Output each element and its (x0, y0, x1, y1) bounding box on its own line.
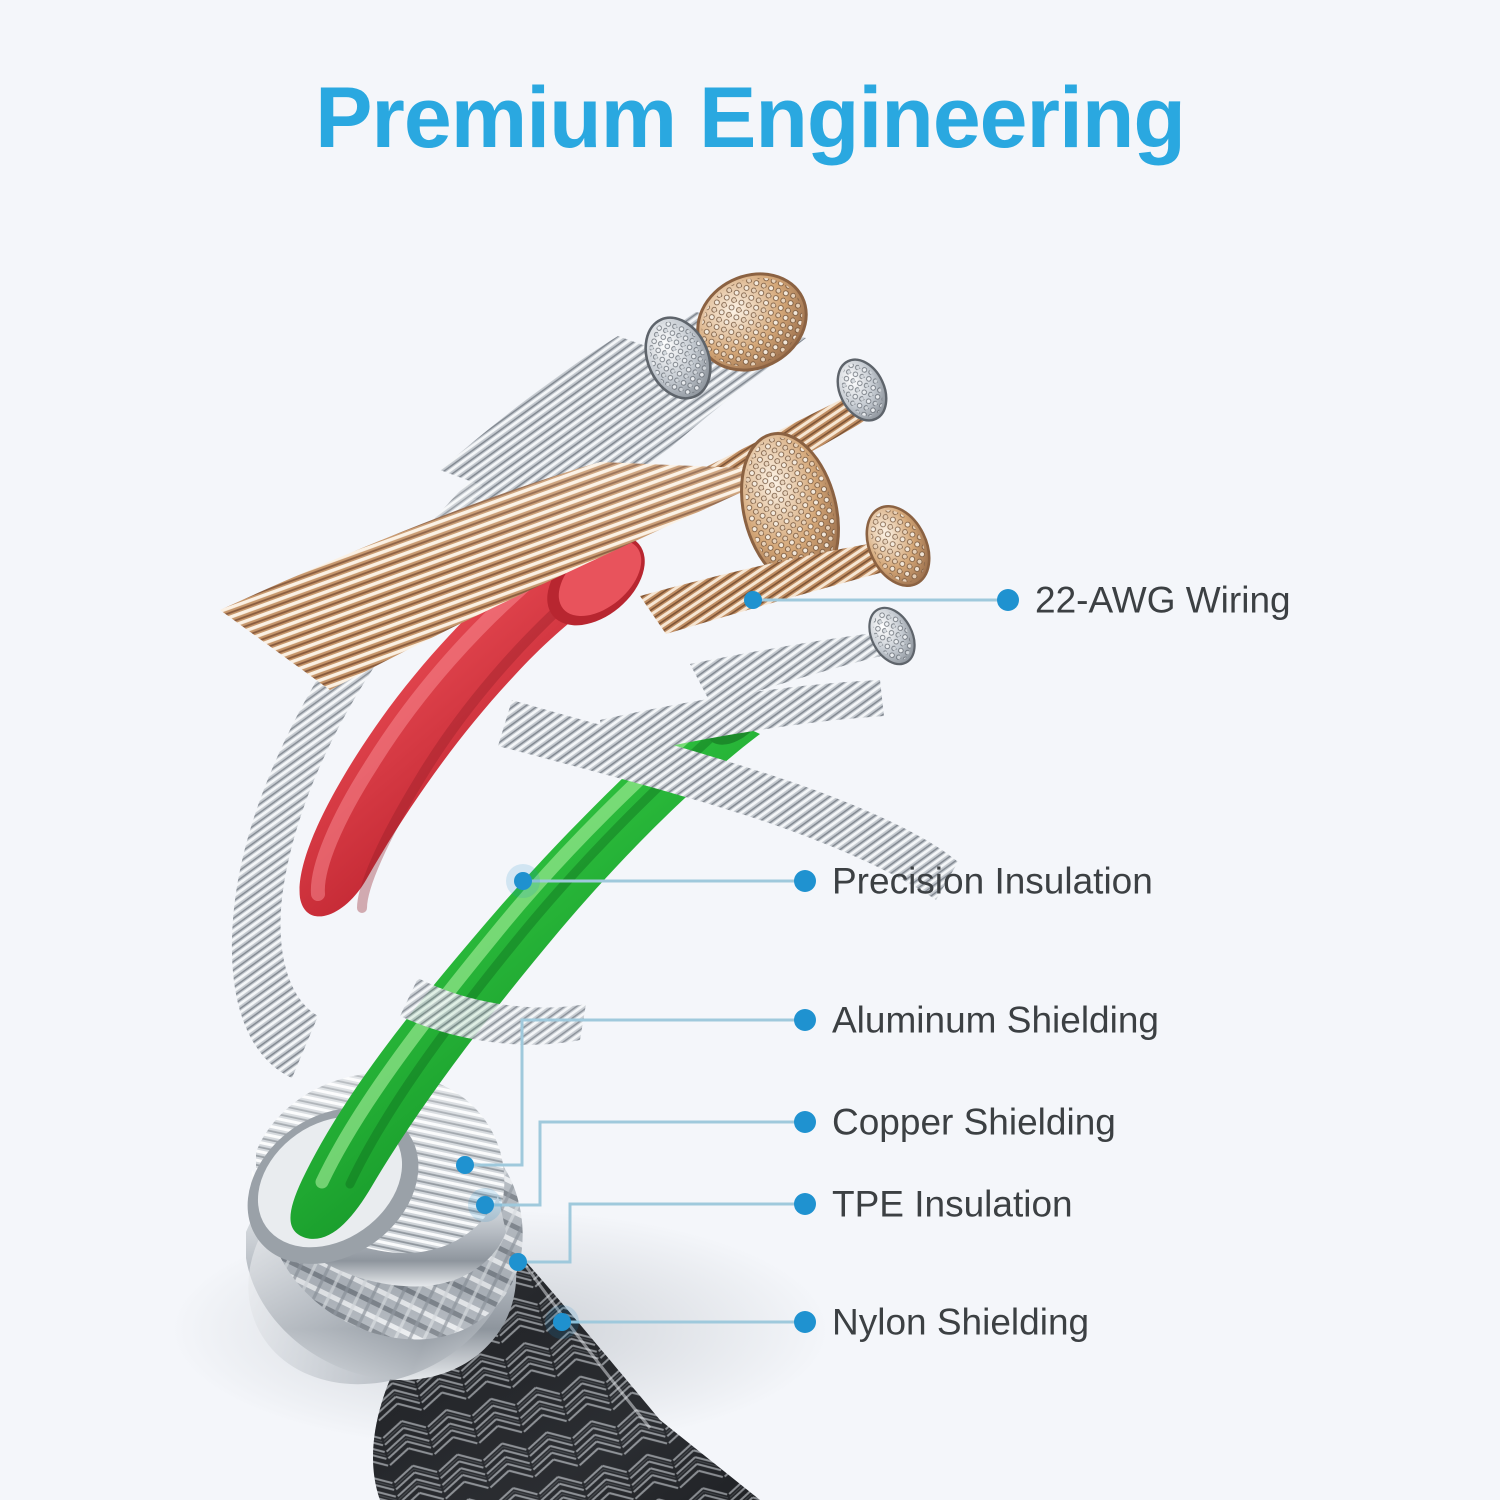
label-dot-precision-insulation (794, 870, 816, 892)
leader-label-dots (794, 589, 1019, 1333)
label-dot-awg-wiring (997, 589, 1019, 611)
anchor-dot-nylon-shielding (553, 1313, 571, 1331)
callout-label-copper-shielding: Copper Shielding (832, 1101, 1116, 1143)
anchor-halo-precision-insulation (506, 864, 540, 898)
wire-bundle-small-left (440, 316, 712, 490)
callout-label-aluminum-shielding: Aluminum Shielding (832, 999, 1160, 1041)
page-title: Premium Engineering (315, 70, 1186, 166)
copper-wire-bundles (220, 272, 931, 760)
anchor-dot-awg-wiring (744, 591, 762, 609)
label-dot-copper-shielding (794, 1111, 816, 1133)
leader-lines (465, 598, 1008, 1324)
label-dot-tpe-insulation (794, 1193, 816, 1215)
wire-bundle-top (470, 272, 808, 524)
anchor-dot-copper-shielding (476, 1196, 494, 1214)
anchor-dot-tpe-insulation (509, 1253, 527, 1271)
label-dot-nylon-shielding (794, 1311, 816, 1333)
anchor-dot-aluminum-shielding (456, 1156, 474, 1174)
red-insulation (299, 534, 645, 917)
anchor-dot-precision-insulation (514, 872, 532, 890)
wire-strand-trailing (600, 680, 884, 760)
callout-label-awg-wiring: 22-AWG Wiring (1035, 579, 1291, 621)
wire-bundle-right-middle (640, 505, 931, 634)
callout-label-precision-insulation: Precision Insulation (832, 860, 1153, 902)
callout-label-nylon-shielding: Nylon Shielding (832, 1301, 1090, 1343)
label-dot-aluminum-shielding (794, 1009, 816, 1031)
leader-line-tpe-insulation (518, 1202, 805, 1264)
wire-bundle-lower-right (690, 606, 916, 706)
anchor-halo-nylon-shielding (545, 1305, 579, 1339)
leader-line-copper-shielding (485, 1120, 805, 1207)
wire-bundle-main (220, 432, 840, 690)
leader-anchor-dots (456, 591, 762, 1339)
leader-line-aluminum-shielding (465, 1018, 805, 1167)
callout-label-tpe-insulation: TPE Insulation (832, 1183, 1073, 1225)
anchor-halo-copper-shielding (468, 1188, 502, 1222)
